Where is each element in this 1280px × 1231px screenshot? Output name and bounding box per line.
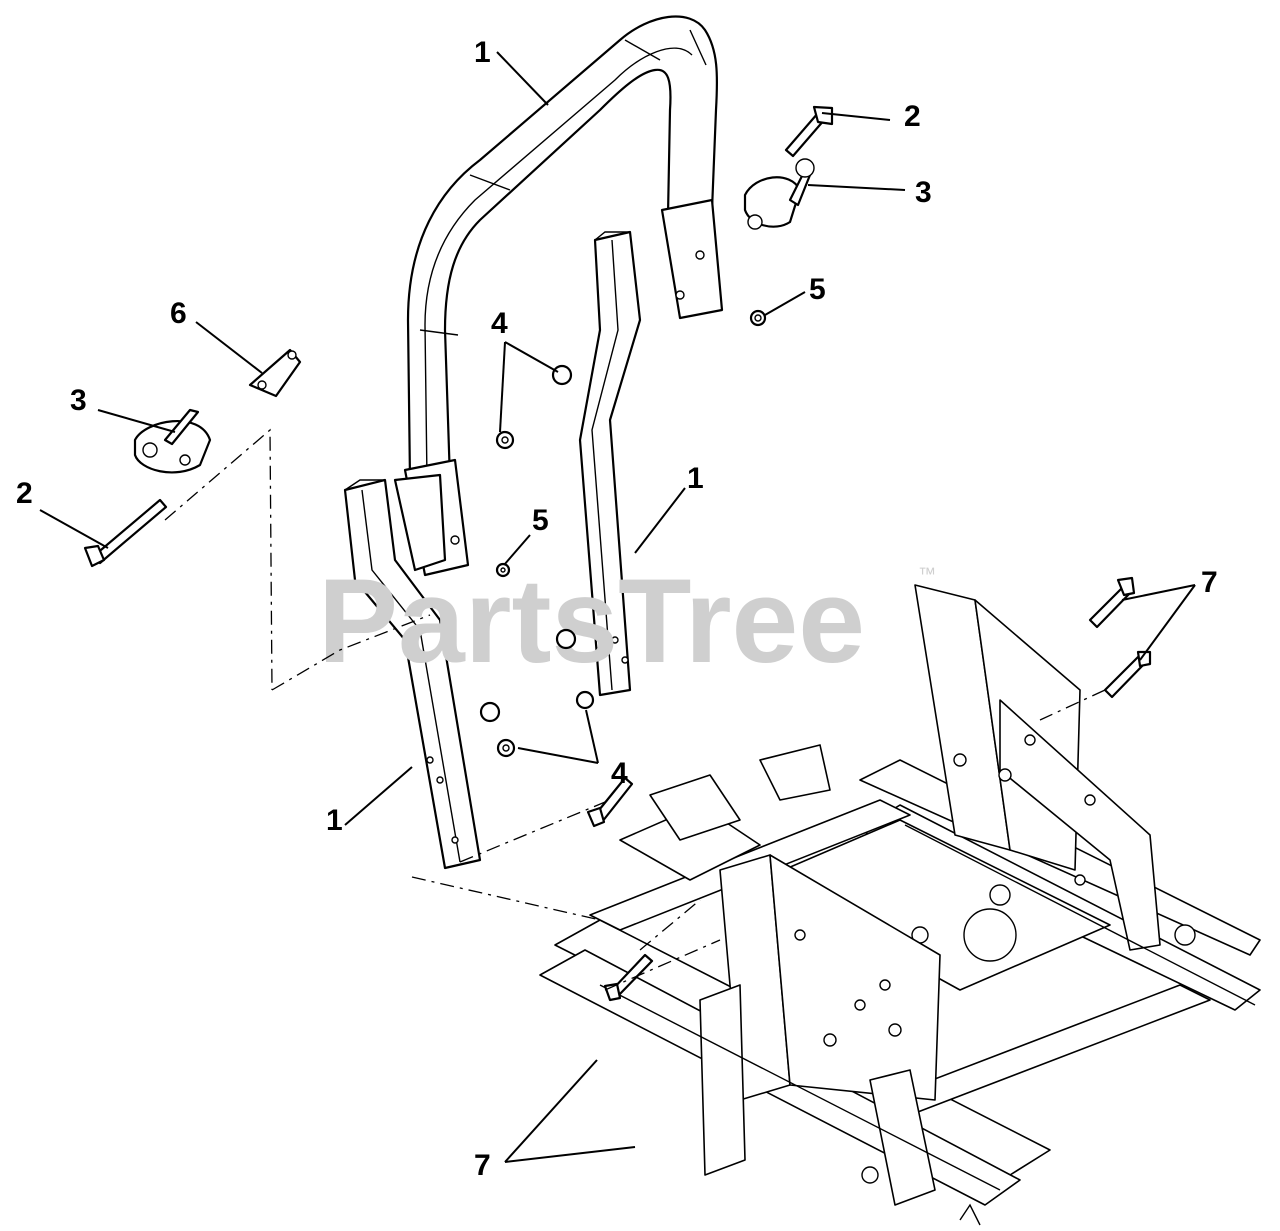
assembly-lines [164, 428, 1106, 991]
callout-7-right: 7 [1201, 566, 1218, 599]
bolts-lower-part [586, 776, 654, 1002]
pivot-bracket-part [248, 348, 302, 398]
callout-6: 6 [170, 297, 187, 330]
callout-3-right: 3 [915, 176, 932, 209]
roll-bar-left-leg-part [343, 473, 482, 870]
nuts-mid-part [479, 628, 595, 758]
watermark-text: PartsTree [318, 554, 865, 688]
callout-4-upper: 4 [491, 307, 508, 340]
callout-5-right: 5 [809, 273, 826, 306]
clip-pin-left-part [133, 408, 212, 474]
roll-bar-right-leg-part [578, 230, 642, 697]
callout-5-left: 5 [532, 504, 549, 537]
roll-bar-upper-part [403, 15, 724, 577]
leader-lines [39, 51, 1196, 1163]
callout-3-left: 3 [70, 384, 87, 417]
callout-1-upper: 1 [474, 36, 491, 69]
callout-4-lower: 4 [611, 757, 628, 790]
nut-upper-part [495, 364, 573, 450]
pin-right-part [784, 105, 834, 158]
callout-7-lower: 7 [474, 1149, 491, 1182]
callout-2-right: 2 [904, 100, 921, 133]
nut-right-part [749, 309, 767, 327]
callout-1-right-leg: 1 [687, 462, 704, 495]
callout-1-left-leg: 1 [326, 804, 343, 837]
callouts: 1 2 3 5 6 4 3 2 1 5 7 4 1 7 [16, 36, 1218, 1182]
mower-frame [539, 584, 1261, 1226]
clip-pin-right-part [743, 158, 815, 230]
watermark-trademark: ™ [918, 564, 936, 584]
callout-2-left: 2 [16, 477, 33, 510]
pin-left-part [83, 498, 168, 568]
nut-left-part [495, 562, 511, 578]
watermark: PartsTree ™ [318, 554, 936, 688]
